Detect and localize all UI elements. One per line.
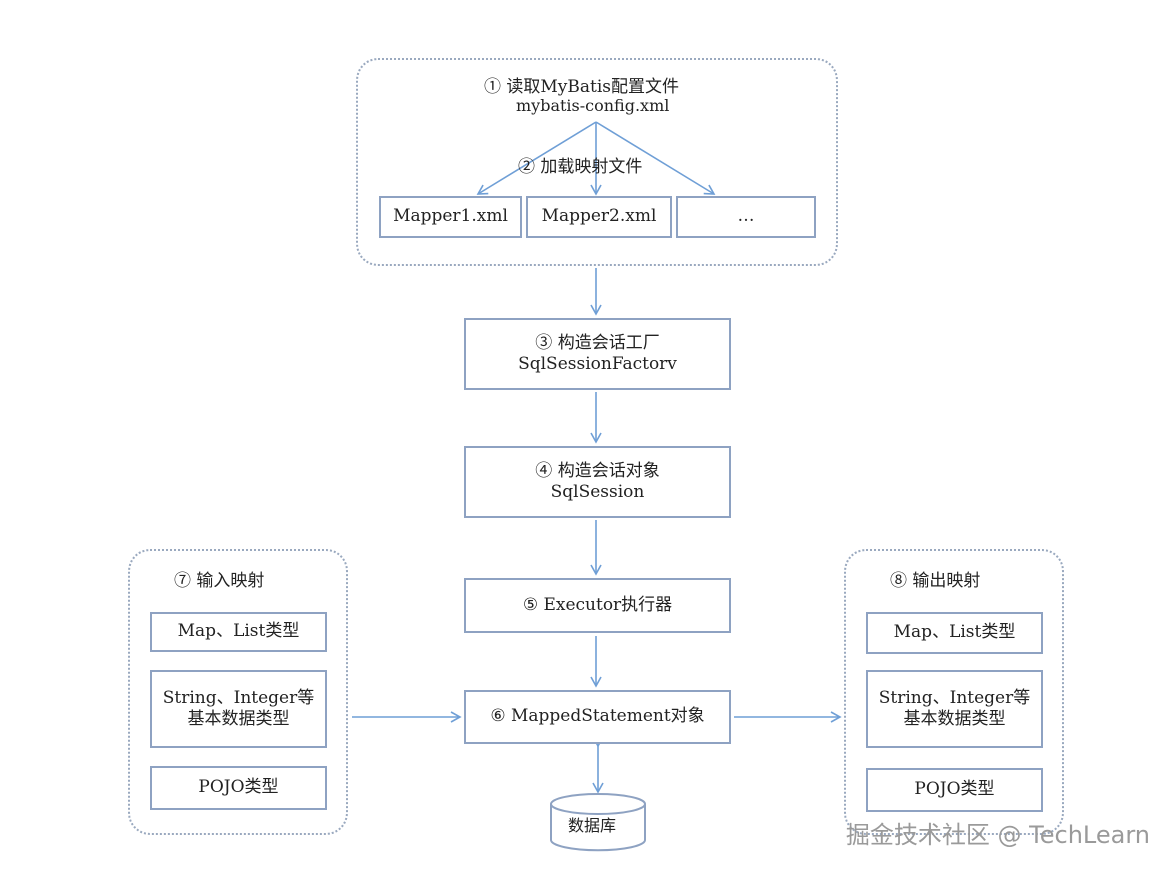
input-item-2-line1: String、Integer等 [162, 687, 315, 708]
mapper1-label: Mapper1.xml [393, 206, 508, 227]
executor-box: ⑤ Executor执行器 [464, 578, 731, 633]
database-label: 数据库 [568, 816, 617, 835]
arrow-config-to-mapper1 [476, 121, 597, 195]
mapper2-label: Mapper2.xml [541, 206, 657, 227]
database-cylinder [550, 793, 646, 852]
input-item-2-line2: 基本数据类型 [187, 709, 290, 729]
config-group [356, 58, 838, 266]
output-item-1: Map、List类型 [866, 612, 1043, 654]
step4-title: ④ 构造会话对象 [535, 460, 660, 481]
step2-title: ② 加载映射文件 [518, 157, 643, 177]
output-mapping-group [844, 549, 1064, 835]
mapped-statement-box: ⑥ MappedStatement对象 [464, 690, 731, 744]
config-filename: mybatis-config.xml [516, 96, 670, 115]
watermark-text: 掘金技术社区 @ TechLearn [845, 821, 1150, 849]
mapper2-box: Mapper2.xml [526, 196, 672, 238]
session-box: ④ 构造会话对象 SqlSession [464, 446, 731, 518]
input-item-3: POJO类型 [150, 766, 327, 810]
mapper1-box: Mapper1.xml [379, 196, 522, 238]
more-mappers-label: … [737, 206, 755, 227]
input-item-3-label: POJO类型 [198, 777, 279, 798]
output-mapping-title: ⑧ 输出映射 [890, 571, 981, 591]
output-item-3-label: POJO类型 [914, 779, 995, 800]
input-item-2: String、Integer等 基本数据类型 [150, 670, 327, 748]
step5-title: ⑤ Executor执行器 [522, 594, 673, 615]
output-item-2: String、Integer等 基本数据类型 [866, 670, 1043, 748]
session-factory-box: ③ 构造会话工厂 SqlSessionFactorv [464, 318, 731, 390]
input-mapping-group [128, 549, 348, 835]
step1-title: ① 读取MyBatis配置文件 [484, 77, 680, 97]
output-item-2-line1: String、Integer等 [878, 687, 1031, 708]
more-mappers-box: … [676, 196, 816, 238]
output-item-1-label: Map、List类型 [893, 622, 1016, 643]
step3-name: SqlSessionFactorv [518, 354, 677, 374]
step6-title: ⑥ MappedStatement对象 [490, 706, 705, 727]
step3-title: ③ 构造会话工厂 [535, 332, 660, 353]
step4-name: SqlSession [550, 482, 645, 502]
arrow-config-to-more [595, 121, 716, 195]
output-item-3: POJO类型 [866, 768, 1043, 812]
output-item-2-line2: 基本数据类型 [903, 709, 1006, 729]
input-item-1-label: Map、List类型 [177, 621, 300, 642]
input-mapping-title: ⑦ 输入映射 [174, 571, 265, 591]
input-item-1: Map、List类型 [150, 612, 327, 652]
